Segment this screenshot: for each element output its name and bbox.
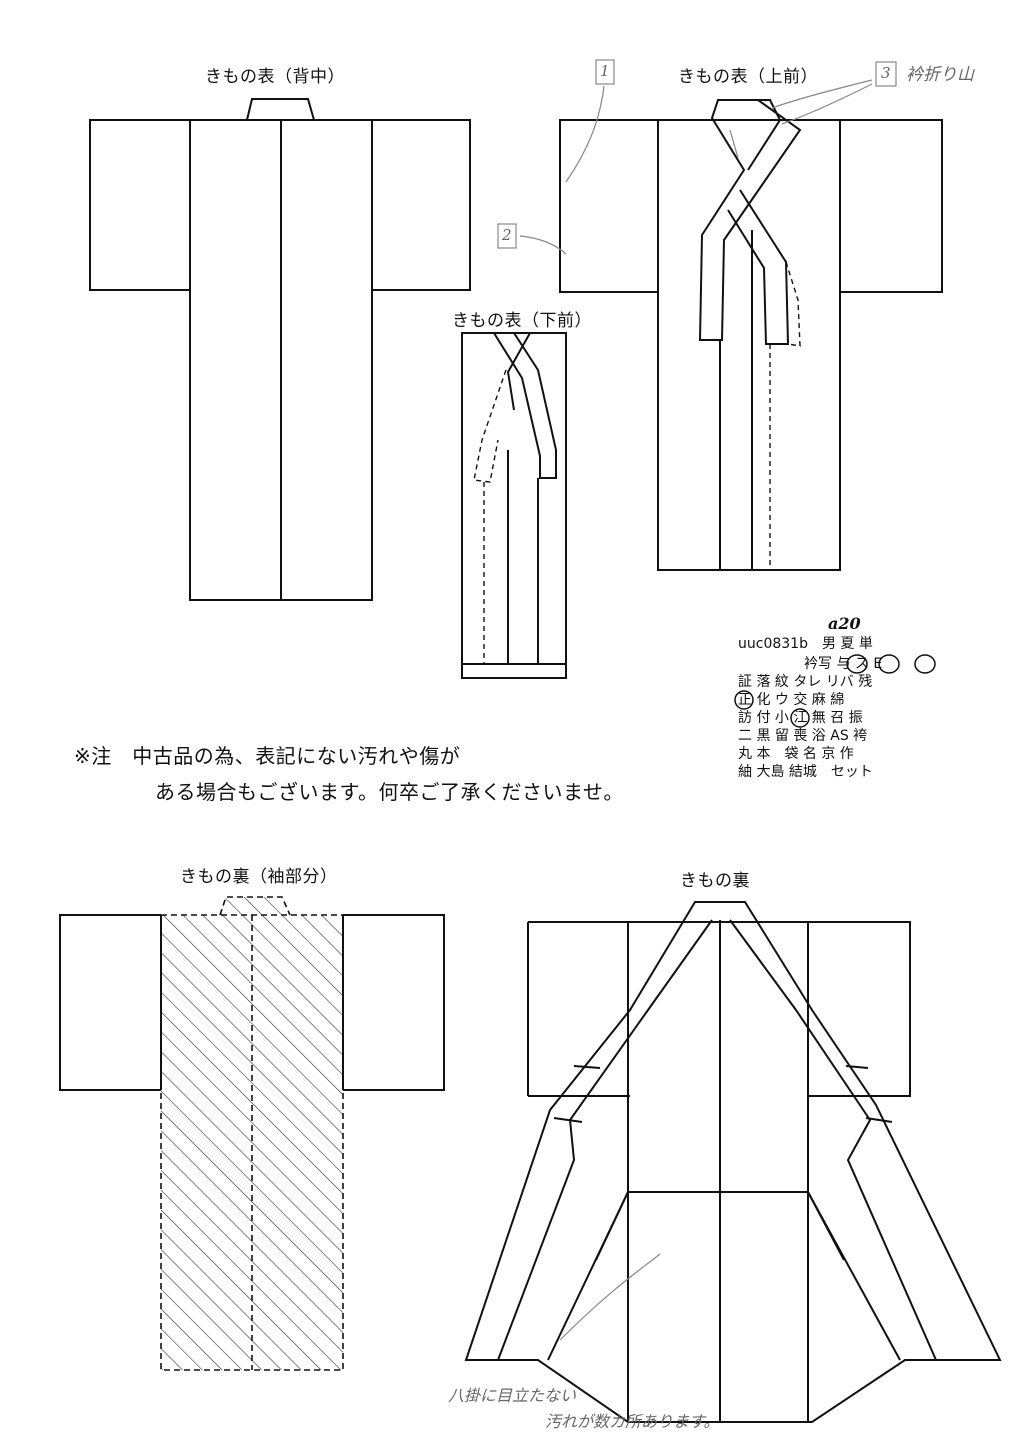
code-row-5: 二 黒 留 喪 浴 AS 袴	[738, 728, 868, 744]
lining-left-band-top	[573, 1065, 601, 1069]
collar-fold-label: 衿折り山	[906, 65, 974, 85]
code-circle-marks	[734, 654, 936, 728]
marker2-box	[497, 223, 517, 249]
kimono-upper-front-view	[559, 99, 943, 571]
marker3-label: 3	[881, 64, 891, 82]
lining-inner-collar-right	[729, 919, 937, 1361]
stain-note-leader	[559, 1253, 661, 1341]
collar-fold-hint	[729, 129, 739, 159]
lower-front-collar-cross	[506, 332, 531, 411]
back-collar	[246, 98, 315, 121]
lining-hatched-body	[160, 914, 344, 1371]
marker1-box	[595, 59, 615, 85]
back-body-outline	[89, 119, 471, 601]
code-handwritten: a20	[828, 614, 861, 633]
title-back: きもの表（背中）	[205, 67, 345, 87]
kimono-lower-front-view	[461, 332, 567, 679]
code-row-7: 紬 大島 結城 セット	[738, 764, 873, 780]
lower-front-outline	[461, 332, 567, 679]
front-pencil-annotations	[497, 59, 897, 255]
code-row-3: 正 化 ウ 交 麻 綿	[738, 692, 845, 708]
lower-front-hidden-collar	[473, 369, 507, 483]
title-upper-front: きもの表（上前）	[678, 67, 818, 87]
lining-hakake-panel-right	[807, 1191, 845, 1261]
lining-left-band-cross	[553, 1117, 583, 1123]
notice-line2: ある場合もございます。何卒ご了承くださいませ。	[155, 780, 624, 804]
lining-collar-dashed	[219, 896, 291, 916]
code-row-0: uuc0831b 男 夏 単	[738, 636, 873, 653]
lining-hakake-top-edge	[547, 1191, 901, 1361]
code-rest: 男 夏 単	[807, 636, 873, 652]
lining-flared-body	[464, 901, 1002, 1423]
kimono-lining-view	[464, 901, 1002, 1423]
title-lining-sleeve: きもの裏（袖部分）	[180, 867, 338, 887]
lower-front-collar-main	[492, 332, 557, 479]
notice-line1: ※注 中古品の為、表記にない汚れや傷が	[74, 744, 461, 768]
title-lower-front: きもの表（下前）	[452, 311, 592, 331]
front-body-outline	[559, 119, 943, 571]
lining-right-band-cross	[865, 1117, 893, 1123]
lining-left-sleeve	[59, 914, 161, 1091]
kimono-lining-sleeve-view	[59, 896, 445, 1371]
lining-right-band-top	[845, 1065, 869, 1069]
front-hidden-collar	[785, 261, 801, 347]
lining-right-sleeve	[343, 914, 445, 1091]
marker2-label: 2	[502, 226, 512, 244]
lining-inner-collar-left	[497, 919, 713, 1361]
code-row-4: 訪 付 小 江 無 召 振	[738, 710, 863, 726]
marker1-leader	[565, 85, 605, 183]
front-collar-band	[698, 99, 802, 341]
stain-note-line2: 汚れが数カ所あります。	[545, 1412, 720, 1431]
code-row-6: 丸 本 袋 名 京 作	[738, 746, 854, 762]
title-lining: きもの裏	[680, 871, 750, 891]
code-id: uuc0831	[738, 636, 800, 652]
marker2-leader	[519, 235, 567, 255]
code-row-1: 衿写 与 ス E	[804, 656, 883, 672]
marker3-leader-b	[781, 83, 873, 125]
code-suffix: b	[799, 636, 808, 652]
code-row-2: 証 落 紋 タレ リバ 残	[738, 674, 873, 690]
stain-note-line1: 八掛に目立たない	[448, 1386, 577, 1405]
marker3-box	[875, 61, 897, 87]
marker3-leader-a	[771, 79, 873, 109]
front-collar-band-inner	[738, 99, 782, 171]
lining-hakake-panel-left	[595, 1191, 629, 1261]
front-underlap-collar	[727, 189, 790, 345]
kimono-back-view	[89, 98, 471, 601]
marker1-label: 1	[600, 62, 610, 80]
